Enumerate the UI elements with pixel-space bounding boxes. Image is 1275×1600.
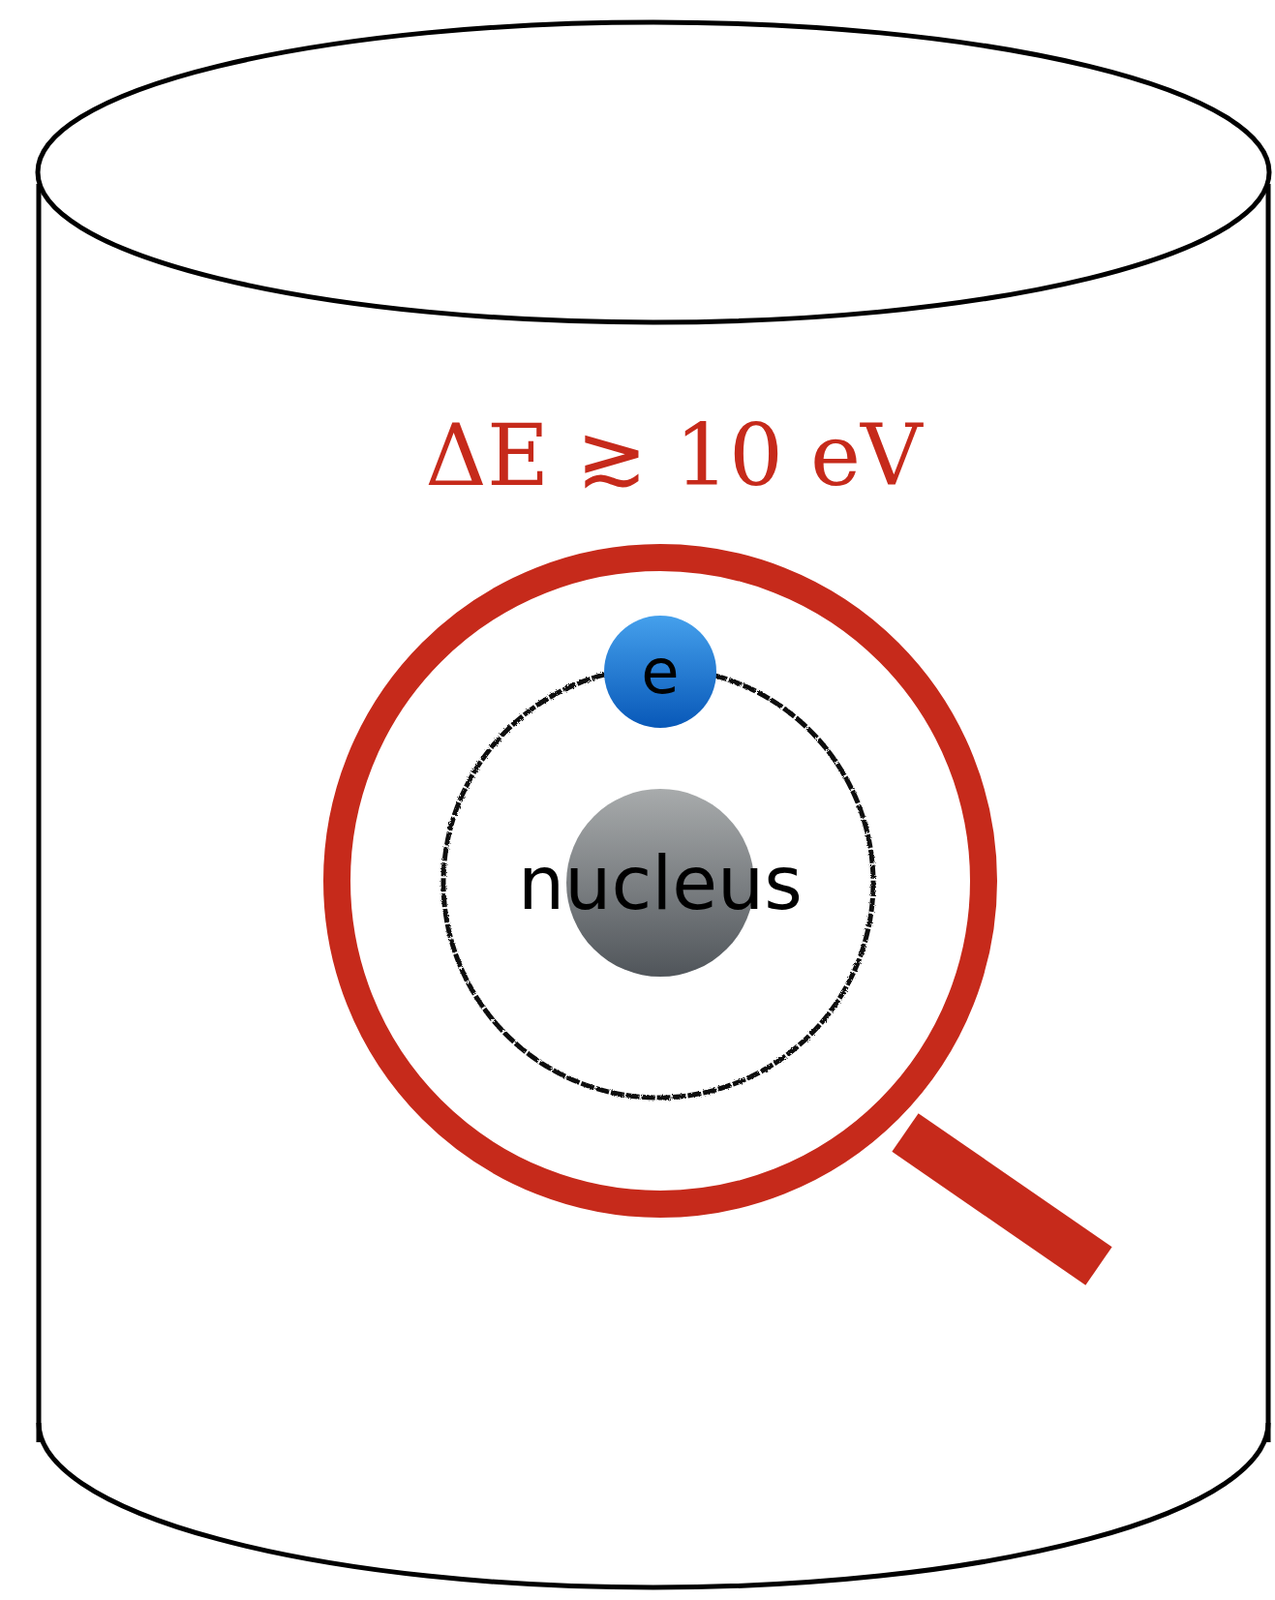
node-outline [604,615,717,729]
node-label: e [640,636,679,708]
cylinder [37,22,1270,1588]
electron-circle: e [604,615,717,729]
node-label: nucleus [517,840,803,927]
magnifier [336,557,1099,1267]
nucleus-circle: nucleus [566,789,755,977]
orbit [443,667,874,1098]
energy-threshold: ΔE ≳ 10 eV [425,405,922,506]
